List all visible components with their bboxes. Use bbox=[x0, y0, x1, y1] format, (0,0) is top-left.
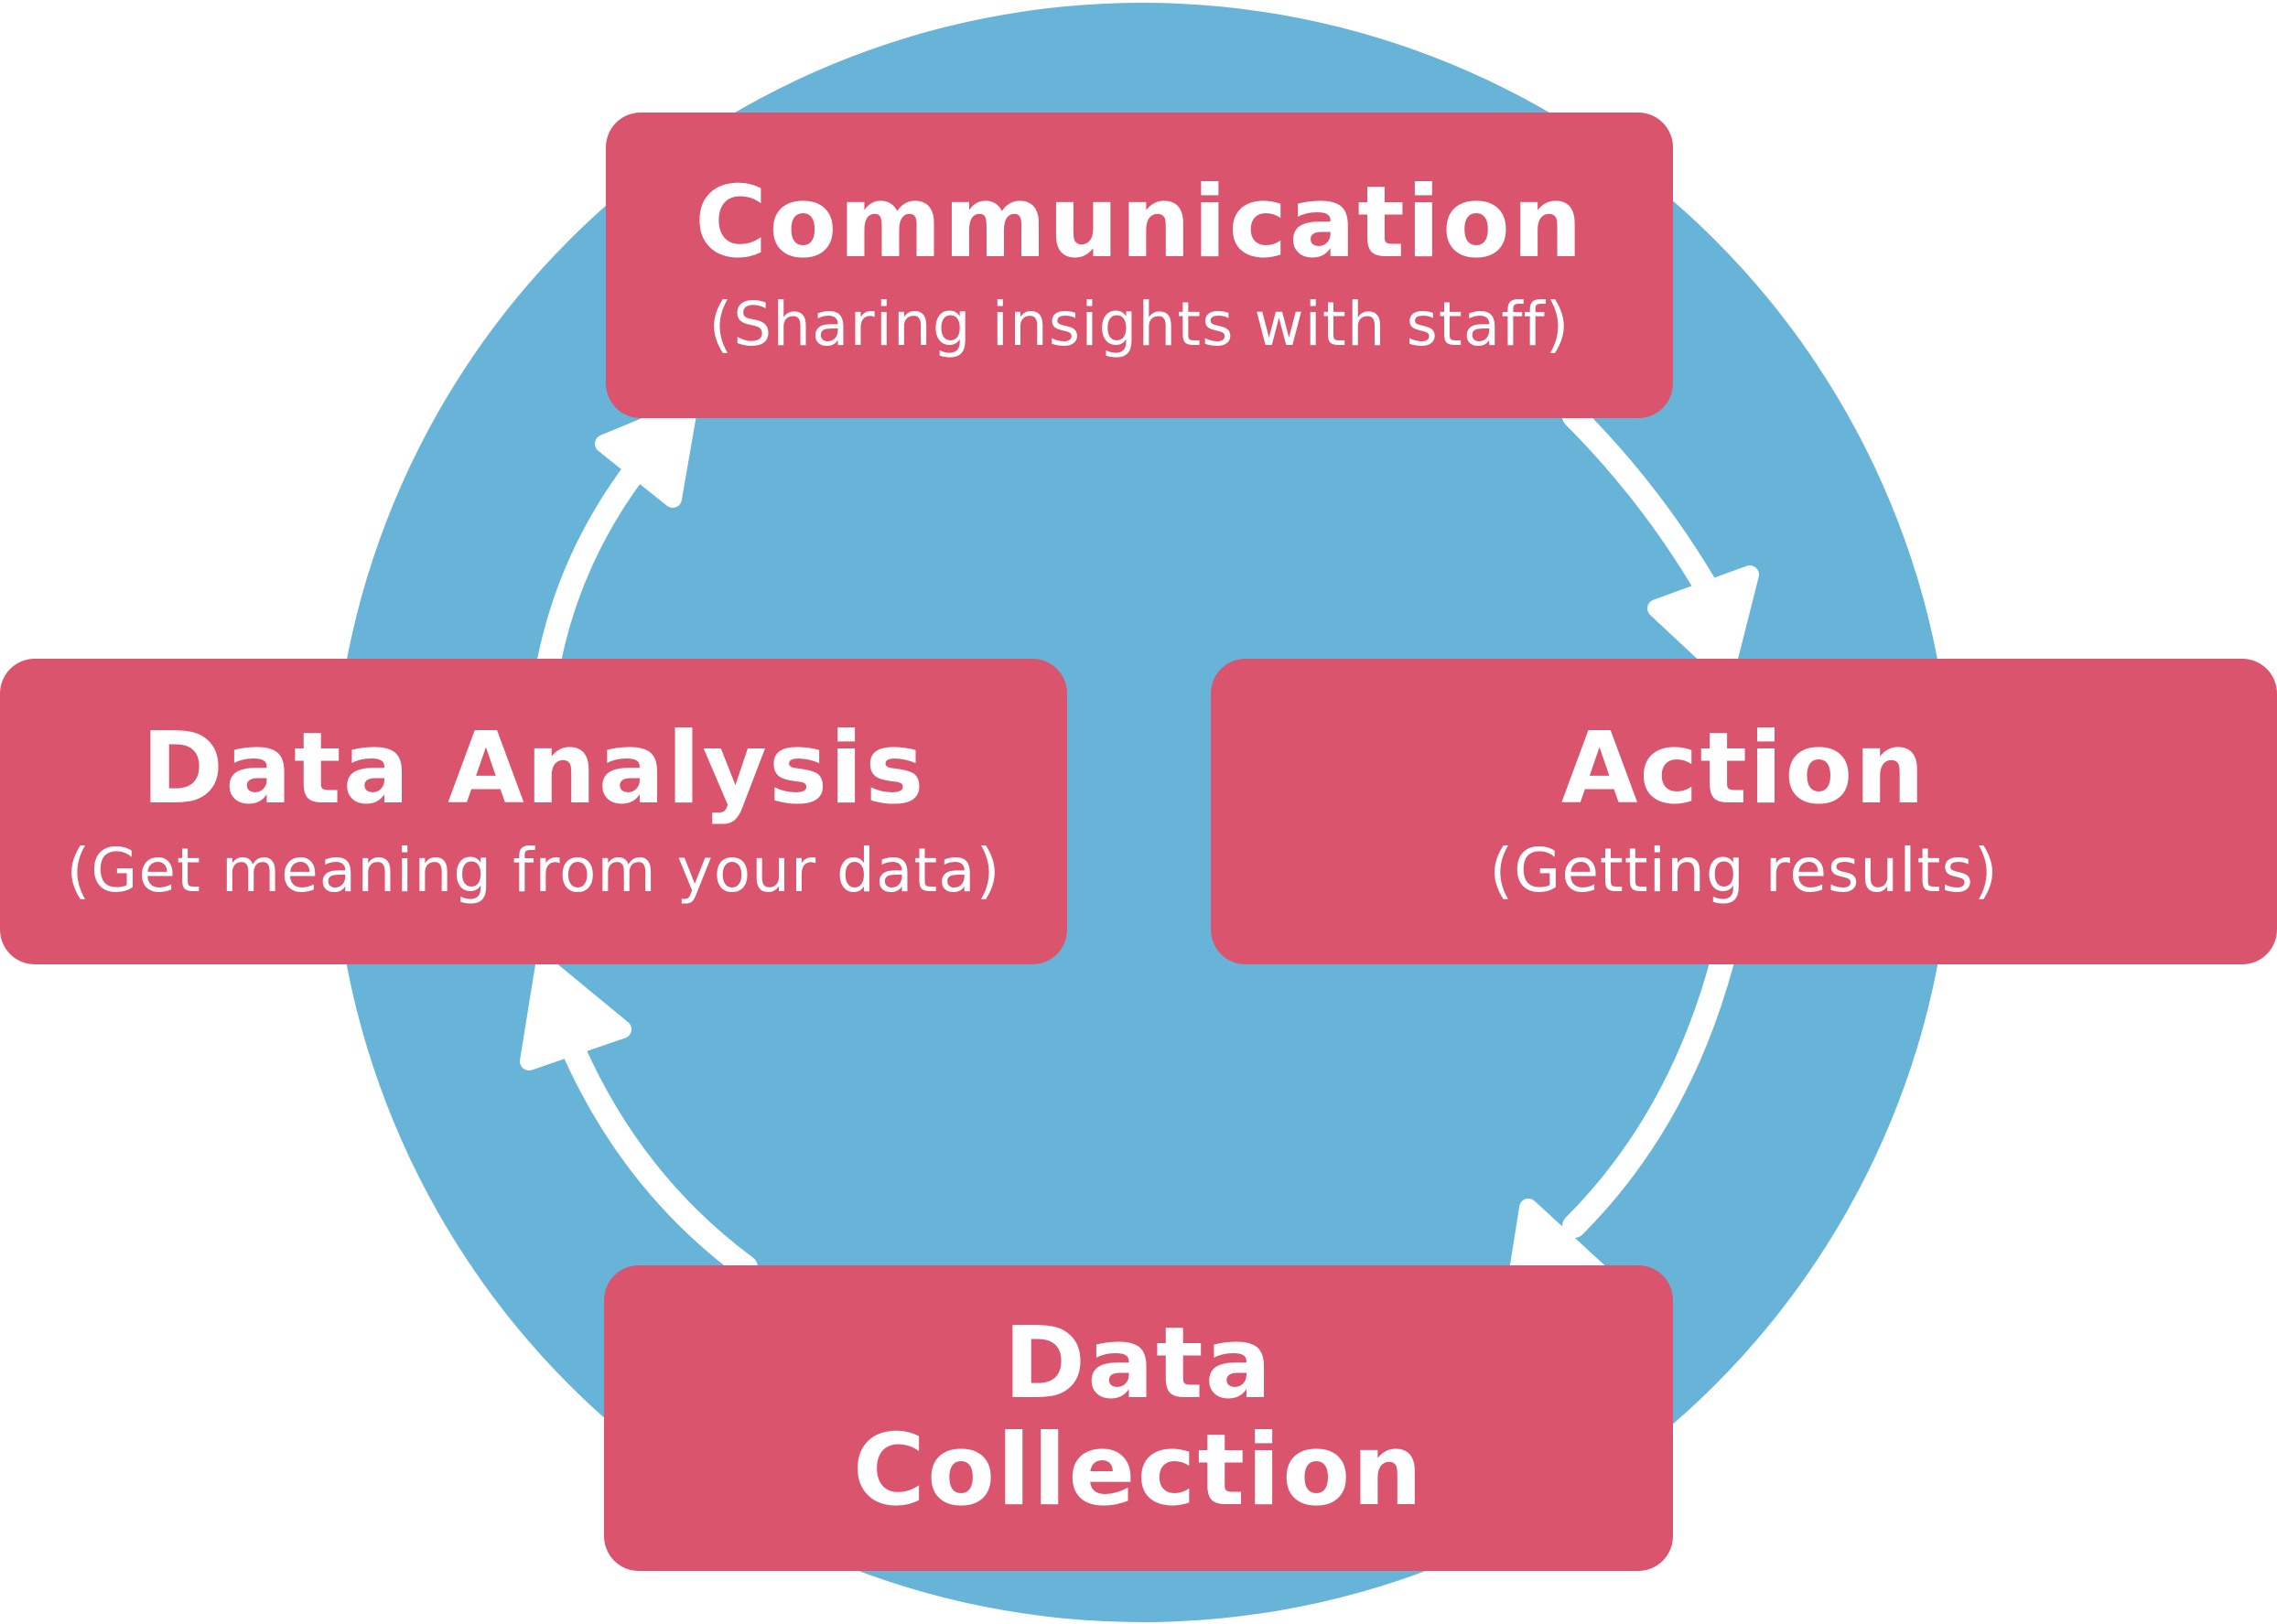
node-communication-subtitle: (Sharing insights with staff) bbox=[708, 288, 1570, 360]
arrowhead-to-analysis bbox=[520, 956, 631, 1070]
node-action-subtitle: (Getting results) bbox=[1489, 834, 1999, 906]
arrowhead-to-communication bbox=[595, 400, 697, 508]
node-data-analysis-subtitle: (Get meaning from your data) bbox=[66, 834, 1001, 906]
arrow-action-to-collection bbox=[1562, 949, 1734, 1238]
node-data-collection: Data Collection bbox=[604, 1265, 1673, 1571]
node-data-collection-title-line1: Data bbox=[1003, 1307, 1274, 1422]
node-action-title: Action bbox=[1560, 712, 1927, 827]
arrow-analysis-to-communication bbox=[537, 446, 657, 672]
node-communication: Communication (Sharing insights with sta… bbox=[606, 113, 1673, 418]
arrow-communication-to-action bbox=[1562, 404, 1728, 616]
node-data-collection-title-line2: Collection bbox=[852, 1414, 1425, 1528]
node-data-analysis-title: Data Analysis bbox=[141, 712, 926, 827]
arrowhead-to-action bbox=[1647, 565, 1759, 682]
node-data-analysis: Data Analysis (Get meaning from your dat… bbox=[0, 659, 1067, 964]
node-action: Action (Getting results) bbox=[1211, 659, 2277, 964]
arrow-collection-to-analysis bbox=[551, 1013, 758, 1279]
node-communication-title: Communication bbox=[695, 166, 1584, 281]
